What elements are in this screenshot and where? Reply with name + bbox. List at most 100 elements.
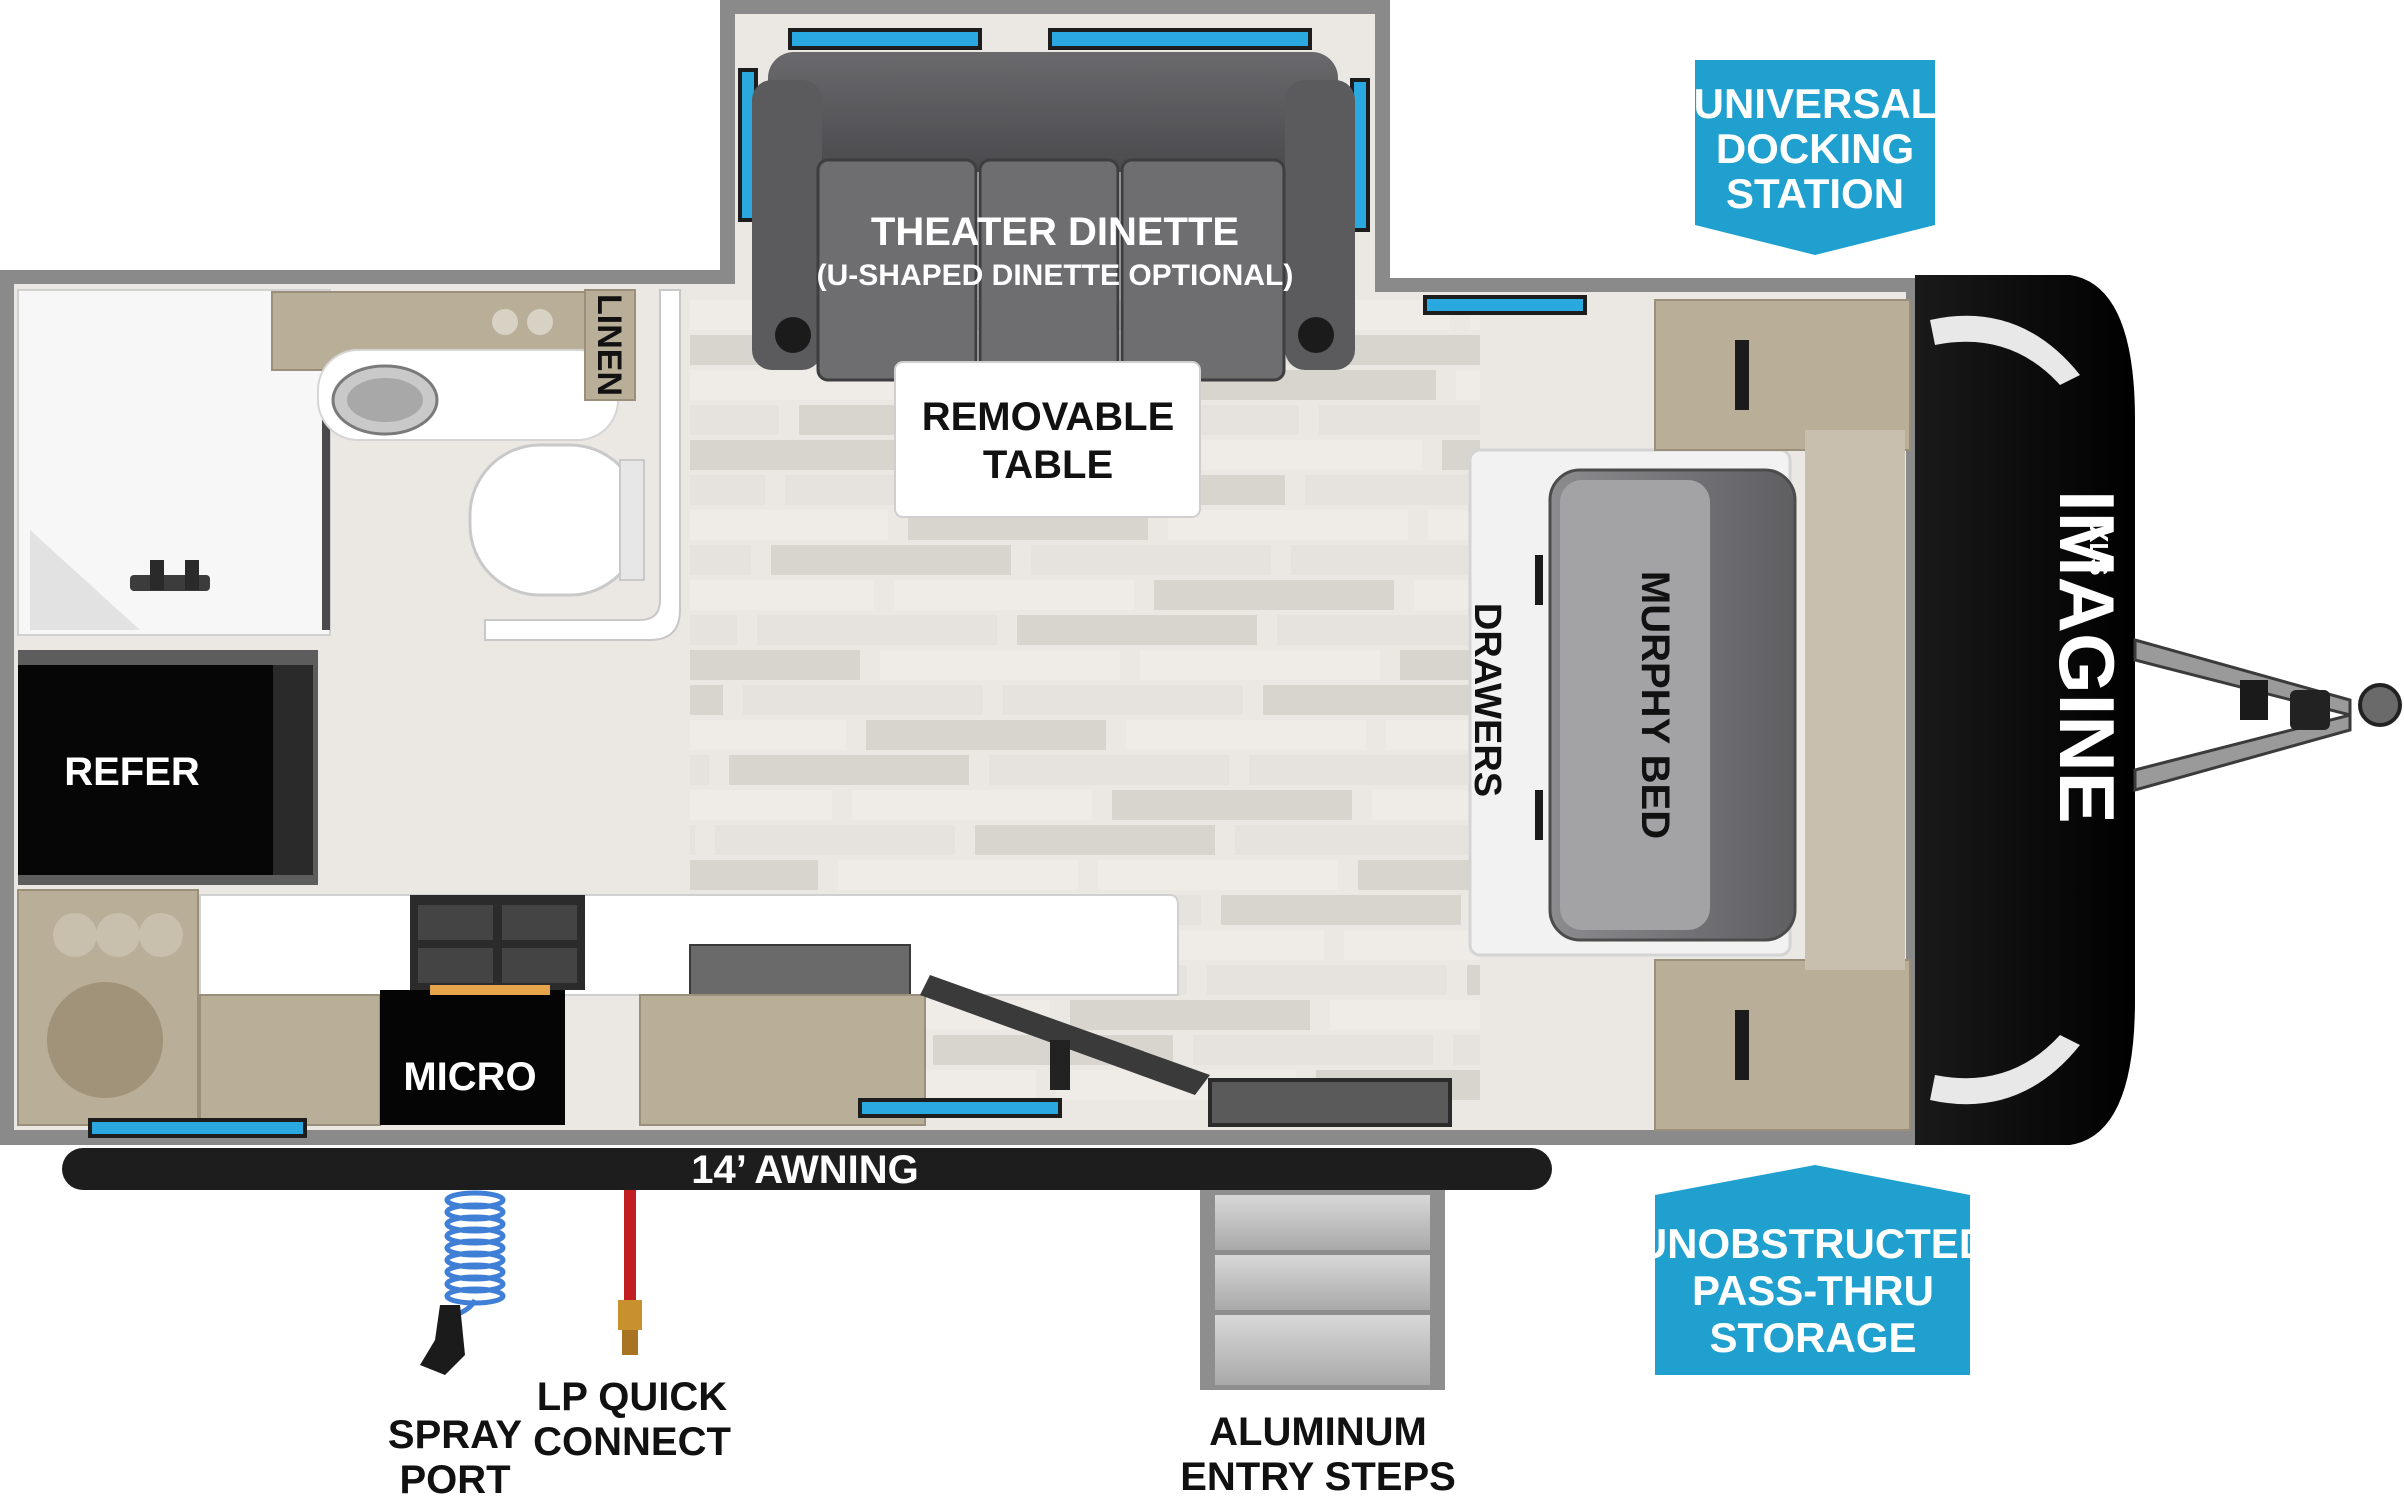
floor-plank bbox=[1333, 335, 1480, 365]
front-cabinet-top-handle bbox=[1735, 340, 1749, 410]
entry-door-stop bbox=[1050, 1040, 1070, 1090]
floor-plank bbox=[1344, 930, 1480, 960]
floor-plank bbox=[690, 860, 818, 890]
dinette-seat-3 bbox=[1120, 158, 1286, 382]
entry-steps-label-line2: ENTRY STEPS bbox=[1180, 1455, 1456, 1497]
floor-plank bbox=[1372, 790, 1480, 820]
floor-plank bbox=[690, 475, 765, 505]
floor-plank bbox=[690, 755, 709, 785]
drawers-label: DRAWERS bbox=[1466, 603, 1508, 797]
pantry-basket bbox=[47, 982, 163, 1098]
floor-plank bbox=[690, 825, 695, 855]
front-cap-shell bbox=[1915, 275, 2135, 1145]
callout-pass-thru-storage-line1: UNOBSTRUCTED bbox=[1637, 1220, 1989, 1267]
lp-quick-connect-label-line1: LP QUICK bbox=[537, 1375, 728, 1419]
vanity-knob-1 bbox=[492, 309, 518, 335]
floor-plank bbox=[1221, 895, 1461, 925]
cup-holder-right bbox=[1298, 317, 1334, 353]
micro-label: MICRO bbox=[403, 1055, 536, 1099]
floor-plank bbox=[1358, 860, 1480, 890]
refer-door-side bbox=[273, 665, 313, 875]
floor-plank bbox=[852, 790, 1092, 820]
dinette-sofa-back bbox=[768, 52, 1338, 172]
floor-plank bbox=[1263, 685, 1480, 715]
spray-port-label-line1: SPRAY bbox=[388, 1413, 522, 1457]
spray-port-label-line2: PORT bbox=[399, 1458, 510, 1497]
murphy-bed-area: DRAWERS MURPHY BED bbox=[1466, 448, 1797, 957]
pantry-knob-2 bbox=[96, 913, 140, 957]
drawer-handle-top bbox=[1535, 555, 1543, 605]
step-1 bbox=[1215, 1195, 1430, 1250]
murphy-bed-cushion bbox=[1560, 480, 1710, 930]
vanity-knob-2 bbox=[527, 309, 553, 335]
step-3 bbox=[1215, 1315, 1430, 1385]
floor-plank bbox=[1154, 580, 1394, 610]
theater-dinette-label: THEATER DINETTE bbox=[871, 210, 1239, 254]
floor-plank bbox=[894, 580, 1134, 610]
floor-plank bbox=[715, 825, 955, 855]
floor-plank bbox=[1031, 545, 1271, 575]
floor-plank bbox=[771, 545, 1011, 575]
window-front-top bbox=[1423, 295, 1587, 315]
shower-door bbox=[322, 300, 330, 630]
microwave bbox=[380, 990, 565, 1125]
bathroom: LINEN bbox=[14, 284, 681, 644]
entry-door-panel bbox=[920, 975, 1210, 1095]
pantry-knob-3 bbox=[139, 913, 183, 957]
floor-plank bbox=[690, 510, 888, 540]
floor-plank bbox=[1453, 1035, 1480, 1065]
microwave-door-accent bbox=[430, 985, 550, 995]
floor-plank bbox=[1193, 1035, 1433, 1065]
kitchen-sink bbox=[689, 944, 911, 1001]
refer-body bbox=[18, 665, 273, 875]
front-cabinet-top bbox=[1654, 299, 1911, 451]
theater-dinette: THEATER DINETTE (U-SHAPED DINETTE OPTION… bbox=[738, 28, 1370, 382]
hitch-icon bbox=[2133, 638, 2402, 792]
lp-quick-connect-label-line2: CONNECT bbox=[533, 1420, 731, 1464]
floor-plank bbox=[880, 650, 1120, 680]
brand-logo: IMAGINE bbox=[2043, 490, 2131, 824]
callout-docking-station-shape bbox=[1695, 60, 1935, 255]
floor-plank bbox=[690, 580, 874, 610]
floor-plank bbox=[690, 405, 779, 435]
floor-plank bbox=[1207, 965, 1447, 995]
callout-docking-station: UNIVERSAL DOCKING STATION bbox=[1694, 60, 1936, 255]
entry-window bbox=[858, 1098, 1062, 1118]
callout-docking-station-line2: DOCKING bbox=[1716, 125, 1914, 172]
floor-plank bbox=[1098, 860, 1338, 890]
floor-plank bbox=[690, 790, 832, 820]
entry-door bbox=[858, 975, 1452, 1127]
floor-plank bbox=[729, 755, 969, 785]
removable-table: REMOVABLE TABLE bbox=[894, 361, 1201, 518]
floor-plank bbox=[1182, 440, 1422, 470]
spray-hose-icon bbox=[444, 1190, 506, 1318]
shower-floor-shading bbox=[30, 530, 140, 630]
floor-plank bbox=[1400, 650, 1480, 680]
floor-plank bbox=[1305, 475, 1480, 505]
floor-plank bbox=[1330, 1000, 1480, 1030]
callout-docking-station-line3: STATION bbox=[1726, 170, 1904, 217]
floor-plank bbox=[1126, 720, 1366, 750]
front-cap-stripe-top bbox=[1930, 315, 2080, 385]
sink-icon bbox=[331, 364, 439, 436]
floor-plank bbox=[1017, 615, 1257, 645]
front-cabinet-bottom-handle bbox=[1735, 1010, 1749, 1080]
linen-cabinet bbox=[584, 289, 636, 401]
brand-sub: XLS bbox=[2084, 525, 2114, 576]
floor-plank bbox=[866, 720, 1106, 750]
floor-plank bbox=[690, 720, 846, 750]
floor-plank bbox=[1112, 790, 1352, 820]
callout-pass-thru-storage-shape bbox=[1655, 1165, 1970, 1375]
front-cap-stripe-bottom bbox=[1930, 1035, 2080, 1105]
pantry-knob-1 bbox=[53, 913, 97, 957]
entry-threshold bbox=[1208, 1078, 1452, 1127]
floor-plank bbox=[1319, 405, 1480, 435]
floor-plank bbox=[1168, 510, 1408, 540]
floor-plank bbox=[838, 860, 1078, 890]
stove-icon bbox=[410, 895, 585, 990]
floor-plank bbox=[1467, 965, 1480, 995]
front-cabinets bbox=[1654, 299, 1911, 1131]
removable-table-label-line1: REMOVABLE bbox=[922, 395, 1175, 439]
drawer-handle-bottom bbox=[1535, 790, 1543, 840]
